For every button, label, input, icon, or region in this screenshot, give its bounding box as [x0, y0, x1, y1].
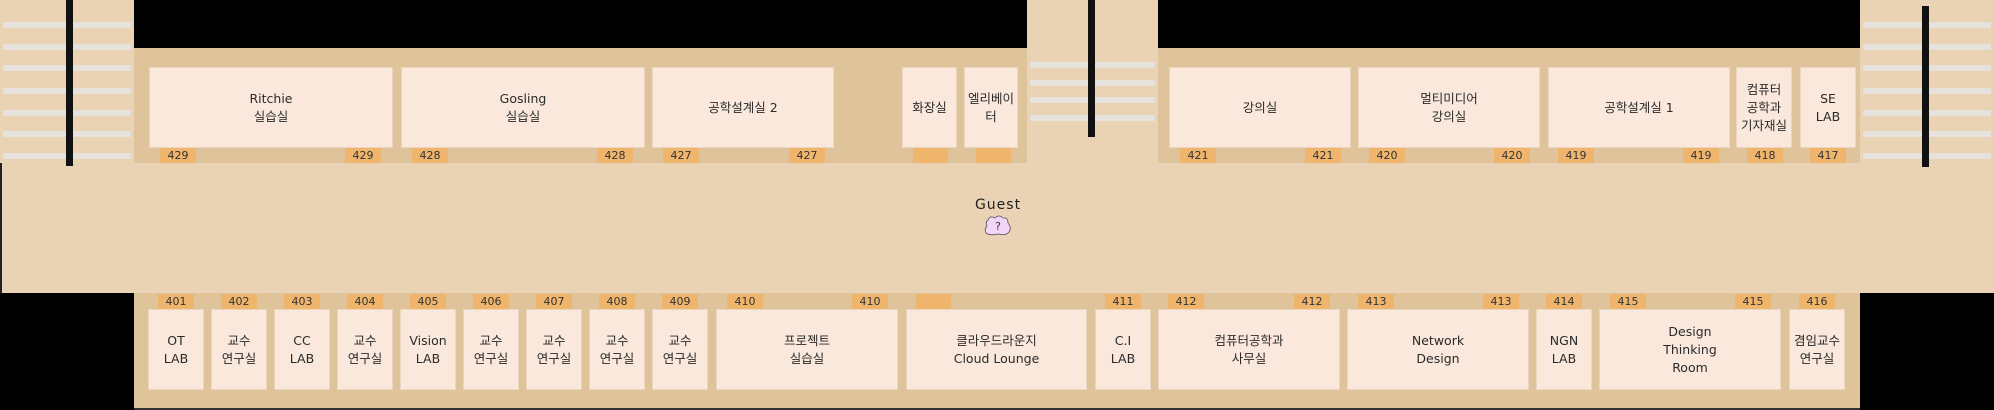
room-number-tab[interactable]: 429 — [160, 148, 196, 163]
room-number-tab[interactable]: 402 — [221, 294, 257, 309]
room-409[interactable]: 교수 연구실 — [652, 309, 708, 390]
room-407[interactable]: 교수 연구실 — [526, 309, 582, 390]
room-number-tab[interactable]: 428 — [412, 148, 448, 163]
room-name: Vision LAB — [409, 332, 447, 366]
room-room-top_rooms-3[interactable]: 화장실 — [902, 67, 957, 148]
player-avatar-icon[interactable]: ? — [984, 214, 1012, 236]
room-number-tab[interactable] — [913, 148, 948, 163]
stair-railing — [1922, 6, 1929, 167]
room-room-bottom_rooms-10[interactable]: 클라우드라운지 Cloud Lounge — [906, 309, 1087, 390]
room-name: OT LAB — [163, 332, 189, 366]
room-402[interactable]: 교수 연구실 — [211, 309, 267, 390]
room-number-tab[interactable]: 418 — [1747, 148, 1783, 163]
room-404[interactable]: 교수 연구실 — [337, 309, 393, 390]
player-name: Guest — [974, 197, 1022, 213]
room-411[interactable]: C.I LAB — [1095, 309, 1151, 390]
room-413[interactable]: Network Design — [1347, 309, 1529, 390]
room-429[interactable]: Ritchie 실습실 — [149, 67, 393, 148]
room-410[interactable]: 프로젝트 실습실 — [716, 309, 898, 390]
room-401[interactable]: OT LAB — [148, 309, 204, 390]
room-number-tab[interactable]: 405 — [410, 294, 446, 309]
room-name: 클라우드라운지 Cloud Lounge — [953, 332, 1040, 366]
room-name: Design Thinking Room — [1663, 323, 1717, 375]
room-416[interactable]: 겸임교수 연구실 — [1789, 309, 1845, 390]
room-name: Ritchie 실습실 — [249, 90, 293, 124]
room-number-tab[interactable]: 414 — [1546, 294, 1582, 309]
room-408[interactable]: 교수 연구실 — [589, 309, 645, 390]
room-number-tab[interactable]: 410 — [727, 294, 763, 309]
room-420[interactable]: 멀티미디어 강의실 — [1358, 67, 1540, 148]
room-number-tab[interactable]: 429 — [345, 148, 381, 163]
room-name: NGN LAB — [1549, 332, 1579, 366]
room-name: 프로젝트 실습실 — [783, 332, 830, 366]
room-number-tab[interactable]: 419 — [1558, 148, 1594, 163]
room-name: 컴퓨터 공학과 기자재실 — [1740, 81, 1787, 133]
room-427[interactable]: 공학설계실 2 — [652, 67, 834, 148]
room-number-tab[interactable]: 416 — [1799, 294, 1835, 309]
room-name: 공학설계실 2 — [708, 99, 778, 115]
room-name: 강의실 — [1242, 99, 1278, 115]
room-415[interactable]: Design Thinking Room — [1599, 309, 1781, 390]
room-428[interactable]: Gosling 실습실 — [401, 67, 645, 148]
room-number-tab[interactable]: 412 — [1168, 294, 1204, 309]
room-number-tab[interactable]: 401 — [158, 294, 194, 309]
room-name: 멀티미디어 강의실 — [1420, 90, 1478, 124]
room-418[interactable]: 컴퓨터 공학과 기자재실 — [1736, 67, 1792, 148]
room-number-tab[interactable]: 404 — [347, 294, 383, 309]
room-421[interactable]: 강의실 — [1169, 67, 1351, 148]
room-number-tab[interactable] — [916, 294, 951, 309]
room-name: 교수 연구실 — [347, 332, 383, 366]
room-number-tab[interactable]: 415 — [1610, 294, 1646, 309]
room-number-tab[interactable]: 412 — [1294, 294, 1330, 309]
room-number-tab[interactable]: 427 — [789, 148, 825, 163]
room-name: Gosling 실습실 — [499, 90, 547, 124]
room-name: 엘리베이 터 — [967, 90, 1014, 124]
room-number-tab[interactable]: 407 — [536, 294, 572, 309]
room-417[interactable]: SE LAB — [1800, 67, 1856, 148]
stair-railing — [66, 0, 73, 166]
room-412[interactable]: 컴퓨터공학과 사무실 — [1158, 309, 1340, 390]
room-number-tab[interactable]: 420 — [1369, 148, 1405, 163]
room-name: 교수 연구실 — [662, 332, 698, 366]
room-419[interactable]: 공학설계실 1 — [1548, 67, 1730, 148]
room-number-tab[interactable]: 427 — [663, 148, 699, 163]
room-number-tab[interactable]: 411 — [1105, 294, 1141, 309]
room-number-tab[interactable]: 420 — [1494, 148, 1530, 163]
player-avatar-symbol: ? — [995, 220, 1001, 233]
room-name: 교수 연구실 — [599, 332, 635, 366]
room-number-tab[interactable]: 421 — [1180, 148, 1216, 163]
room-name: CC LAB — [289, 332, 315, 366]
room-name: 겸임교수 연구실 — [1793, 332, 1840, 366]
room-name: 공학설계실 1 — [1604, 99, 1674, 115]
room-name: C.I LAB — [1110, 332, 1136, 366]
room-number-tab[interactable]: 406 — [473, 294, 509, 309]
room-number-tab[interactable]: 419 — [1683, 148, 1719, 163]
room-number-tab[interactable]: 409 — [662, 294, 698, 309]
room-name: 교수 연구실 — [221, 332, 257, 366]
room-name: 교수 연구실 — [536, 332, 572, 366]
room-number-tab[interactable] — [976, 148, 1011, 163]
room-414[interactable]: NGN LAB — [1536, 309, 1592, 390]
room-number-tab[interactable]: 410 — [852, 294, 888, 309]
room-name: SE LAB — [1815, 90, 1841, 124]
room-room-top_rooms-4[interactable]: 엘리베이 터 — [964, 67, 1018, 148]
stair-railing — [1088, 0, 1095, 137]
room-number-tab[interactable]: 403 — [284, 294, 320, 309]
room-name: 컴퓨터공학과 사무실 — [1214, 332, 1284, 366]
room-number-tab[interactable]: 408 — [599, 294, 635, 309]
room-403[interactable]: CC LAB — [274, 309, 330, 390]
room-number-tab[interactable]: 417 — [1810, 148, 1846, 163]
room-405[interactable]: Vision LAB — [400, 309, 456, 390]
room-number-tab[interactable]: 421 — [1305, 148, 1341, 163]
room-number-tab[interactable]: 428 — [597, 148, 633, 163]
room-name: Network Design — [1411, 332, 1465, 366]
room-406[interactable]: 교수 연구실 — [463, 309, 519, 390]
room-number-tab[interactable]: 413 — [1358, 294, 1394, 309]
room-name: 교수 연구실 — [473, 332, 509, 366]
room-name: 화장실 — [912, 99, 947, 115]
room-number-tab[interactable]: 413 — [1483, 294, 1519, 309]
room-number-tab[interactable]: 415 — [1735, 294, 1771, 309]
